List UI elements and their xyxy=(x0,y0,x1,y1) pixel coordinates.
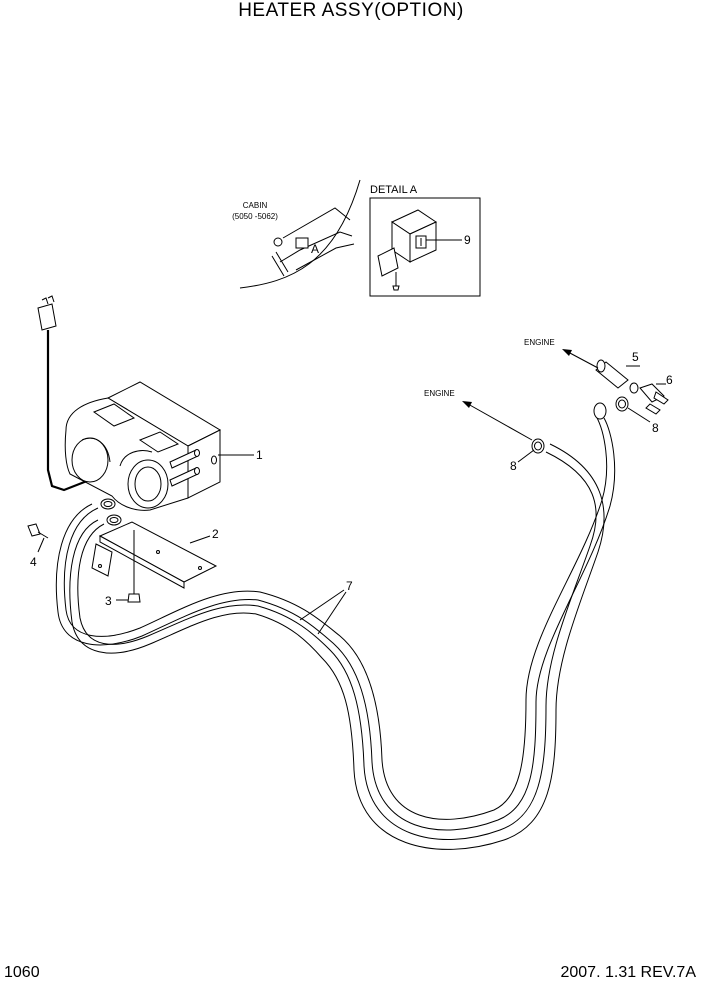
screw-item-4 xyxy=(27,523,49,553)
hose-clamps-heater xyxy=(100,498,122,526)
callout-2: 2 xyxy=(212,527,219,541)
page-title: HEATER ASSY(OPTION) xyxy=(238,0,464,21)
cabin-label: CABIN xyxy=(243,201,268,210)
heater-hoses xyxy=(55,402,616,850)
callout-6: 6 xyxy=(666,373,673,387)
engine-arrow-upper: ENGINE xyxy=(524,338,599,369)
heater-unit xyxy=(64,381,254,511)
callout-8-lower: 8 xyxy=(510,459,517,473)
engine-arrow-lower: ENGINE xyxy=(424,389,533,441)
callout-4: 4 xyxy=(30,555,37,569)
cabin-range-label: (5050 -5062) xyxy=(232,212,278,221)
view-marker-a: A xyxy=(311,242,319,256)
revision-label: 2007. 1.31 REV.7A xyxy=(560,964,696,981)
engine-fittings xyxy=(517,359,669,463)
callout-7: 7 xyxy=(346,579,353,593)
page-number: 1060 xyxy=(4,964,40,981)
callout-8-upper: 8 xyxy=(652,421,659,435)
engine-label-upper: ENGINE xyxy=(524,338,555,347)
callout-9: 9 xyxy=(464,233,471,247)
callout-3: 3 xyxy=(105,594,112,608)
callout-1: 1 xyxy=(256,448,263,462)
wire-harness xyxy=(37,295,111,492)
callouts: 1 2 3 4 5 6 7 8 8 9 xyxy=(30,233,673,608)
mounting-bracket xyxy=(91,521,218,589)
bolt-item-3 xyxy=(116,530,141,603)
callout-5: 5 xyxy=(632,350,639,364)
engine-label-lower: ENGINE xyxy=(424,389,455,398)
detail-a-box: DETAIL A xyxy=(369,184,481,297)
detail-a-title: DETAIL A xyxy=(370,184,418,196)
cabin-inset: CABIN (5050 -5062) A xyxy=(232,179,361,289)
